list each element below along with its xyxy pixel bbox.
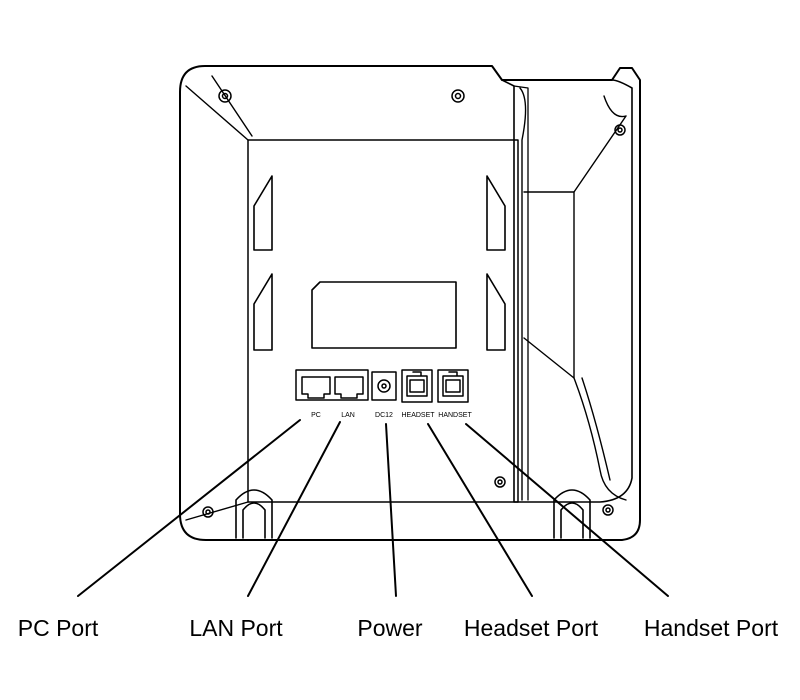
stand-foot: [560, 502, 584, 539]
cradle-contour: [573, 95, 627, 501]
network-port-housing: [295, 369, 369, 401]
screw-hole: [494, 476, 506, 488]
mount-hook: [253, 273, 273, 351]
callout-headset-port: Headset Port: [464, 615, 599, 641]
inner-panel: [247, 139, 519, 503]
stand-foot: [235, 489, 273, 539]
wall-mount-hooks: [253, 175, 506, 351]
panel-bevel-lines: [185, 75, 253, 521]
port-panel: [295, 369, 469, 403]
label-area: [311, 281, 457, 349]
screw-hole: [614, 124, 626, 136]
port-label-power: DC12: [375, 412, 393, 419]
callout-leaders: [77, 419, 669, 597]
leader-line-pc: [77, 419, 301, 597]
mount-hook: [486, 273, 506, 351]
lan-port-jack: [334, 376, 364, 399]
mount-hook: [253, 175, 273, 251]
screw-holes: [202, 89, 626, 518]
mount-hook: [486, 175, 506, 251]
screw-hole: [451, 89, 465, 103]
handset-port-jack: [442, 371, 464, 397]
headset-port-jack: [406, 371, 428, 397]
phone-body-outline: [179, 65, 641, 541]
callout-pc-port: PC Port: [18, 615, 99, 641]
leader-line-handset: [465, 423, 669, 597]
cradle-slot: [523, 191, 575, 379]
headset-port-housing: [401, 369, 433, 403]
pc-port-jack: [301, 376, 331, 399]
leader-line-power: [385, 423, 397, 597]
cradle-ridge: [513, 85, 529, 501]
screw-hole: [602, 504, 614, 516]
screw-hole: [218, 89, 232, 103]
power-port-housing: [371, 371, 397, 401]
handset-cradle: [501, 79, 633, 503]
stand-feet: [235, 489, 591, 539]
port-label-headset: HEADSET: [401, 412, 435, 419]
port-label-handset: HANDSET: [438, 412, 472, 419]
port-label-lan: LAN: [341, 412, 355, 419]
callout-power: Power: [357, 615, 423, 641]
handset-port-housing: [437, 369, 469, 403]
stand-foot: [242, 502, 266, 539]
callout-handset-port: Handset Port: [644, 615, 779, 641]
screw-hole: [202, 506, 214, 518]
leader-line-headset: [427, 423, 533, 597]
leader-line-lan: [247, 421, 341, 597]
port-label-pc: PC: [311, 412, 321, 419]
cradle-inner-edge: [519, 87, 527, 501]
callout-lan-port: LAN Port: [189, 615, 283, 641]
power-port-jack: [377, 379, 391, 393]
